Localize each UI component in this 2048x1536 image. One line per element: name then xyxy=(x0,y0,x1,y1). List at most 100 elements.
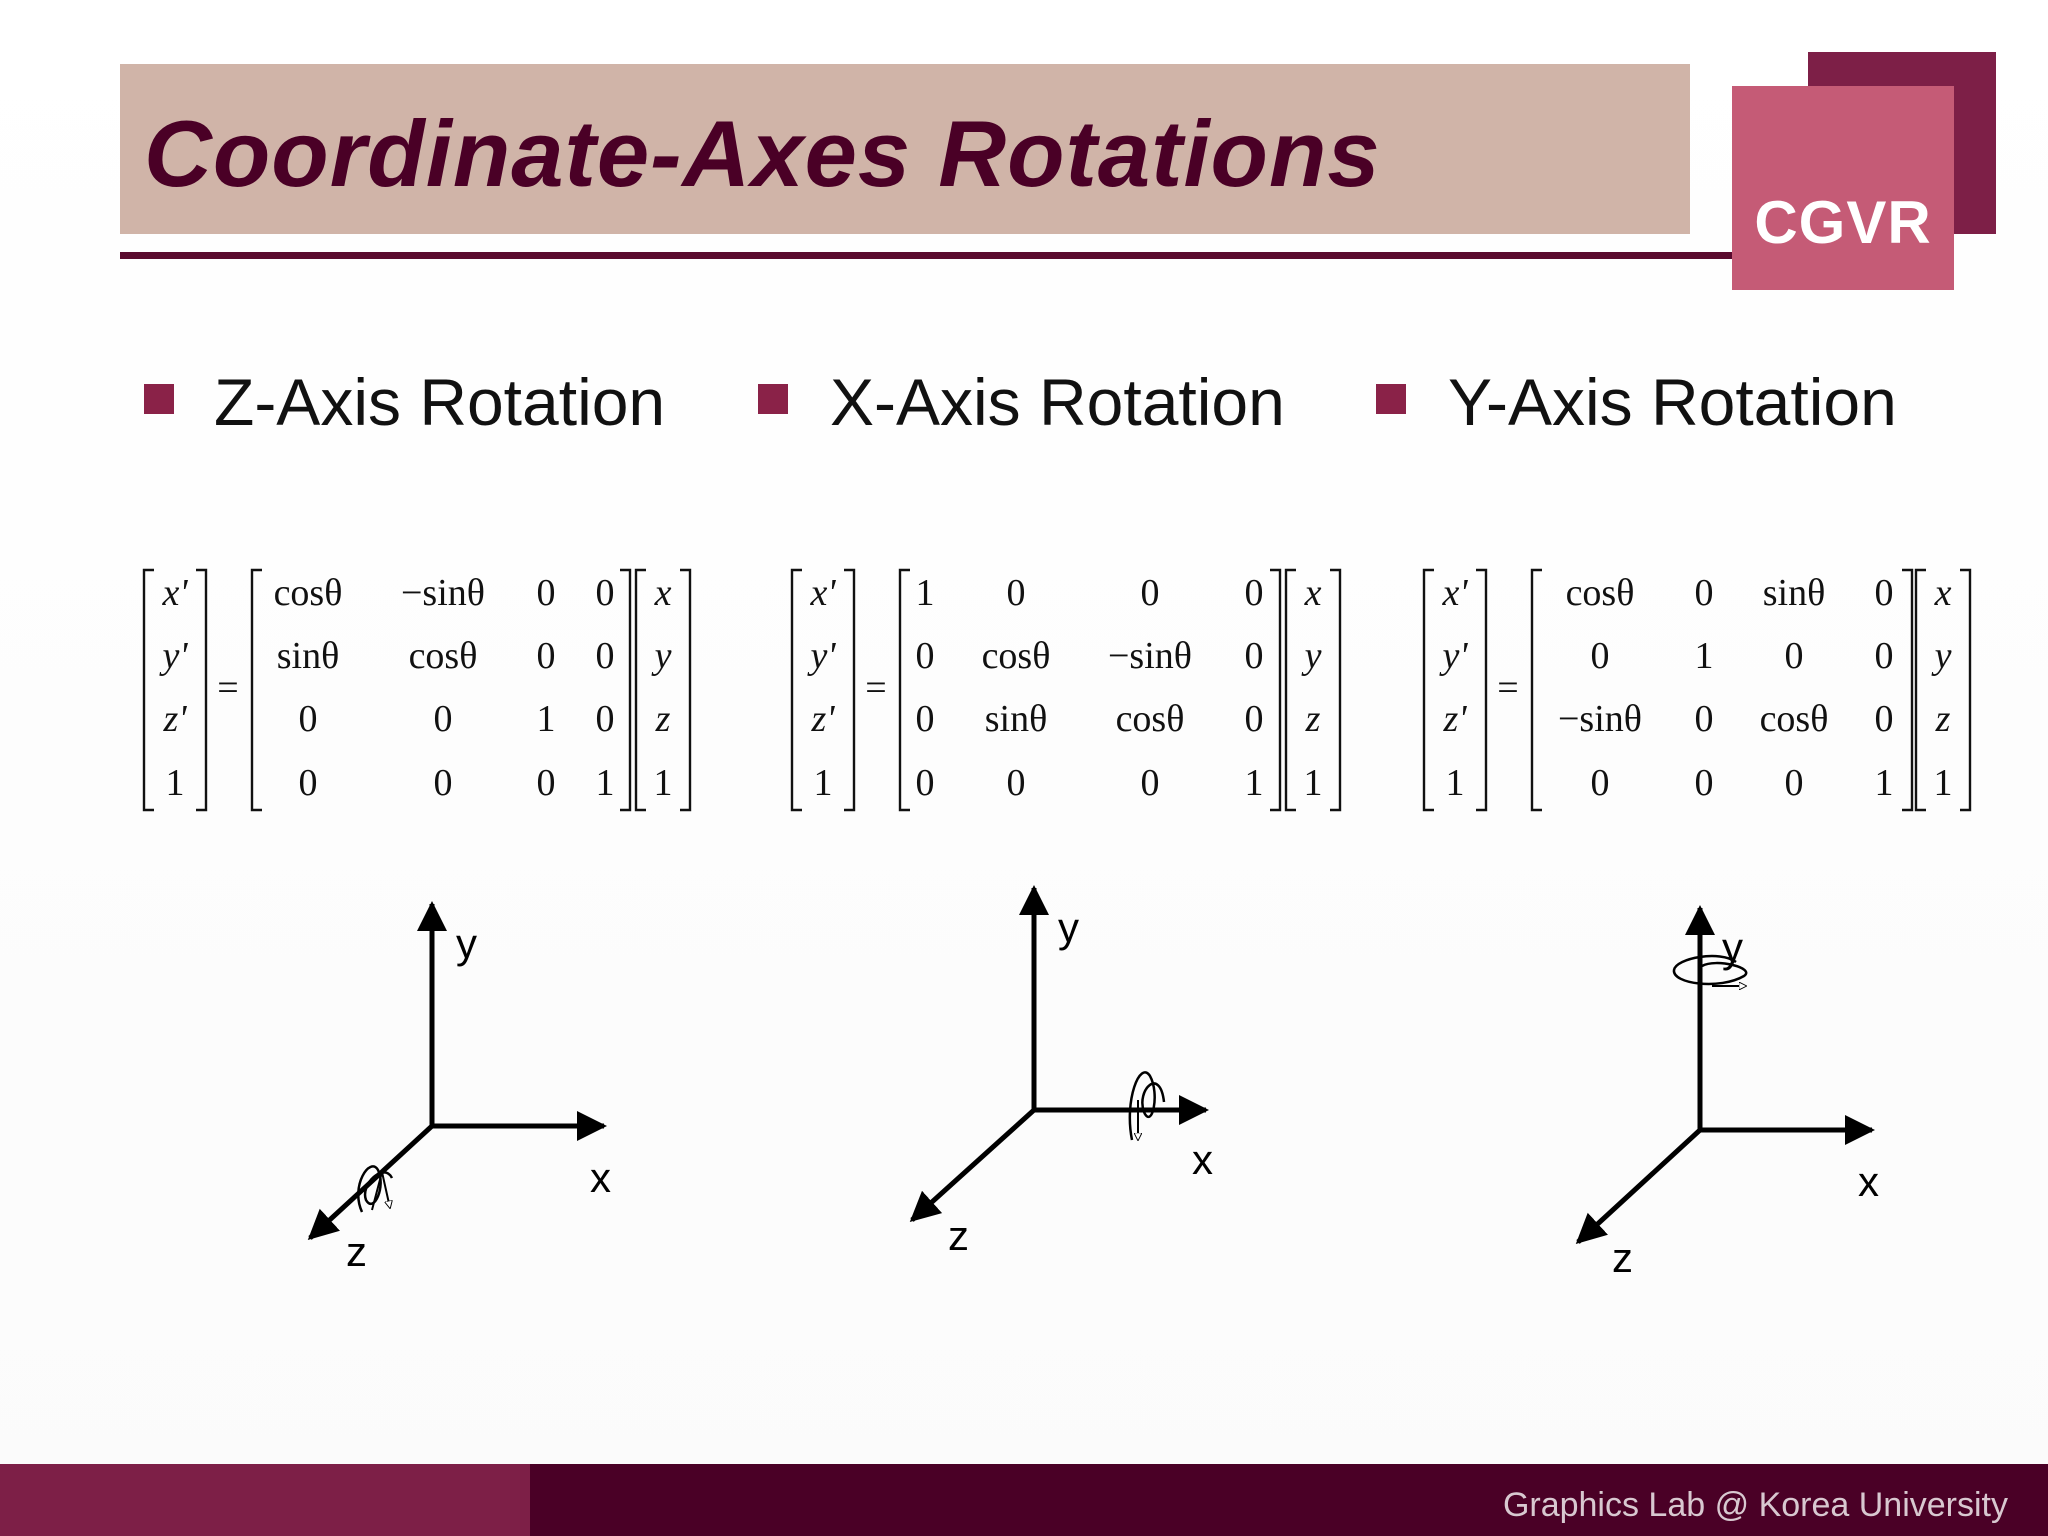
matrix-cell: 0 xyxy=(916,698,935,740)
matrix-cell: 1 xyxy=(1875,762,1894,804)
bullet-icon xyxy=(144,384,174,414)
logo: CGVR xyxy=(1754,189,1932,256)
input-vector-entry: y xyxy=(1301,635,1322,677)
matrix-cell: 0 xyxy=(1875,635,1894,677)
output-vector-entry: x' xyxy=(1442,572,1469,614)
output-vector-entry: z' xyxy=(163,698,188,740)
matrix-cell: 0 xyxy=(434,698,453,740)
bullet-icon xyxy=(758,384,788,414)
matrix-cell: cosθ xyxy=(1116,698,1185,740)
input-vector-entry: 1 xyxy=(1934,762,1953,804)
bracket-right xyxy=(196,568,208,812)
matrix-cell: cosθ xyxy=(982,635,1051,677)
logo-front-square xyxy=(1732,86,1954,290)
equals-sign: = xyxy=(865,667,886,709)
matrix-cell: 0 xyxy=(1591,635,1610,677)
matrix-cell: 0 xyxy=(596,572,615,614)
output-vector-entry: x' xyxy=(162,572,189,614)
matrix-cell: 1 xyxy=(537,698,556,740)
bracket-right xyxy=(620,568,632,812)
footer-accent xyxy=(0,1464,530,1536)
y-axis-diagram: y x z xyxy=(1575,905,1879,1281)
matrix-cell: 0 xyxy=(1875,572,1894,614)
bracket-right xyxy=(1270,568,1282,812)
rotation-arrow-icon xyxy=(1128,1071,1166,1141)
y-axis-label: y xyxy=(1722,924,1743,971)
section-heading-z: Z-Axis Rotation xyxy=(214,365,666,439)
bracket-left xyxy=(790,568,802,812)
bracket-right xyxy=(1902,568,1914,812)
footer-bar xyxy=(530,1464,2048,1536)
z-axis-line xyxy=(909,1108,1036,1223)
input-vector-entry: z xyxy=(1935,698,1951,740)
title-bar xyxy=(120,64,1690,234)
matrix-cell: sinθ xyxy=(1763,572,1826,614)
matrix-cell: cosθ xyxy=(274,572,343,614)
bracket-left xyxy=(1530,568,1542,812)
z-axis-label: z xyxy=(346,1228,367,1275)
input-vector-entry: x xyxy=(1934,572,1952,614)
input-vector-entry: x xyxy=(1304,572,1322,614)
matrix-cell: 0 xyxy=(1007,762,1026,804)
matrix-cell: 0 xyxy=(537,635,556,677)
matrix-cell: cosθ xyxy=(1566,572,1635,614)
bracket-right xyxy=(1330,568,1342,812)
matrix-cell: −sinθ xyxy=(1108,635,1192,677)
bracket-right xyxy=(1960,568,1972,812)
matrix-cell: 0 xyxy=(299,762,318,804)
page-title: Coordinate-Axes Rotations xyxy=(144,101,1381,206)
input-vector-entry: y xyxy=(1931,635,1952,677)
bracket-right xyxy=(1476,568,1488,812)
matrix-cell: 0 xyxy=(916,762,935,804)
output-vector-entry: 1 xyxy=(814,762,833,804)
x-axis-label: x xyxy=(1858,1158,1879,1205)
matrix-cell: 0 xyxy=(1141,762,1160,804)
z-axis-diagram: y x z xyxy=(307,901,611,1275)
axis-diagrams: y x z y x z y x z xyxy=(307,885,1879,1281)
matrix-cell: 1 xyxy=(916,572,935,614)
bracket-left xyxy=(142,568,154,812)
input-vector-entry: 1 xyxy=(654,762,673,804)
matrix-cell: cosθ xyxy=(409,635,478,677)
matrix-cell: 0 xyxy=(1245,698,1264,740)
y-axis-label: y xyxy=(1058,904,1079,951)
footer-text: Graphics Lab @ Korea University xyxy=(1502,1486,2008,1524)
matrix-cell: 0 xyxy=(537,572,556,614)
matrix-cell: 0 xyxy=(1007,572,1026,614)
output-vector-entry: x' xyxy=(810,572,837,614)
y-axis-label: y xyxy=(456,920,477,967)
matrix-cell: 0 xyxy=(1245,572,1264,614)
bracket-right xyxy=(844,568,856,812)
output-vector-entry: y' xyxy=(1439,635,1469,677)
bracket-left xyxy=(250,568,262,812)
matrix-cell: 0 xyxy=(916,635,935,677)
matrix-cell: 0 xyxy=(1245,635,1264,677)
input-vector-entry: y xyxy=(651,635,672,677)
matrix-cell: 0 xyxy=(596,698,615,740)
equals-sign: = xyxy=(217,667,238,709)
matrix-cell: 1 xyxy=(596,762,615,804)
rotation-arrow-icon xyxy=(357,1165,394,1213)
bracket-right xyxy=(680,568,692,812)
section-heading-x: X-Axis Rotation xyxy=(830,365,1285,439)
matrix-cell: 0 xyxy=(1785,762,1804,804)
input-vector-entry: 1 xyxy=(1304,762,1323,804)
matrix-cell: 0 xyxy=(1695,572,1714,614)
matrix-cell: 0 xyxy=(1695,698,1714,740)
bracket-left xyxy=(1422,568,1434,812)
input-vector-entry: z xyxy=(1305,698,1321,740)
bracket-left xyxy=(1284,568,1296,812)
equals-sign: = xyxy=(1497,667,1518,709)
matrix-cell: 0 xyxy=(596,635,615,677)
matrix-cell: cosθ xyxy=(1760,698,1829,740)
rotation-arrow-head-icon xyxy=(371,1171,390,1211)
output-vector-entry: y' xyxy=(807,635,837,677)
matrix-cell: 0 xyxy=(1591,762,1610,804)
rotation-arrow-icon xyxy=(1672,954,1748,986)
matrix-cell: 0 xyxy=(1695,762,1714,804)
matrix-cell: sinθ xyxy=(277,635,340,677)
bullet-icon xyxy=(1376,384,1406,414)
matrix-cell: −sinθ xyxy=(1558,698,1642,740)
